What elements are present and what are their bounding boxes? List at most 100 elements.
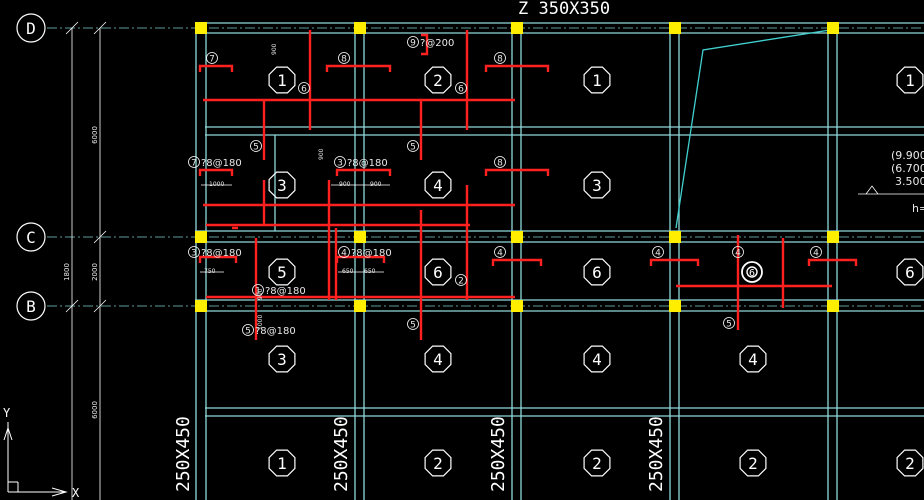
slab-marker[interactable]: 2	[424, 66, 452, 94]
rebar-tag-circle	[494, 52, 506, 64]
slab-marker[interactable]: 1	[268, 449, 296, 477]
ucs-icon: Y X	[3, 406, 80, 500]
slab-marker[interactable]: 1	[896, 66, 924, 94]
column-1-1[interactable]	[354, 231, 366, 243]
rebar-tag[interactable]: 4	[652, 246, 664, 259]
column-label: Z 350X350	[518, 0, 610, 19]
rebar-tag-circle	[652, 246, 664, 258]
rebar-tag-number: 4	[655, 249, 661, 259]
beam-grid[interactable]	[195, 22, 924, 500]
axis-bubble-D	[16, 13, 46, 43]
axis-B[interactable]: B	[16, 291, 924, 321]
column-0-2[interactable]	[511, 22, 523, 34]
rebar-tag[interactable]: 8	[494, 156, 506, 169]
slab-marker[interactable]: 4	[583, 345, 611, 373]
rebar-tag-spec: ?8@180	[201, 248, 242, 259]
rebar-tag-spec: ?8@180	[347, 158, 388, 169]
slab-marker[interactable]: 4	[424, 171, 452, 199]
dim-vert-900-top: 900	[271, 43, 278, 55]
rebar-tag[interactable]: 4	[494, 246, 506, 259]
rebar-tag-circle	[242, 324, 254, 336]
rebar-tag[interactable]: 4	[810, 246, 822, 259]
column-0-4[interactable]	[827, 22, 839, 34]
slab-marker[interactable]: 4	[424, 345, 452, 373]
rebar-tag[interactable]: 8	[338, 52, 350, 65]
column-0-0[interactable]	[195, 22, 207, 34]
slab-marker[interactable]: 5	[268, 258, 296, 286]
columns[interactable]	[195, 22, 839, 312]
axis-C[interactable]: C	[16, 222, 924, 252]
slab-marker[interactable]: 2	[739, 449, 767, 477]
elevation-mark: (9.900) (6.700) 3.500 h=	[858, 149, 924, 215]
rebar-tag[interactable]: 7	[206, 52, 218, 65]
beam-label-1: 250X450	[173, 416, 194, 492]
column-1-3[interactable]	[669, 231, 681, 243]
column-0-1[interactable]	[354, 22, 366, 34]
rebar-tag-number: 8	[341, 55, 347, 65]
rebar-tag[interactable]: 1?8@180	[252, 284, 306, 298]
rebar-tag[interactable]: 3?8@180	[188, 246, 242, 260]
rebar-tag[interactable]: 2	[455, 274, 467, 287]
slab-marker[interactable]: 6	[424, 258, 452, 286]
column-0-3[interactable]	[669, 22, 681, 34]
rebar-tag[interactable]: 5	[250, 140, 262, 153]
slab-marker[interactable]: 1	[583, 66, 611, 94]
slab-number: 4	[748, 350, 758, 369]
rebar-tag-circle	[407, 318, 419, 330]
slab-marker[interactable]: 1	[268, 66, 296, 94]
center-mark-label: 6	[749, 268, 755, 279]
rebar-tag[interactable]: 4?8@180	[338, 246, 392, 260]
elevation-3500: 3.500	[895, 175, 924, 188]
column-2-0[interactable]	[195, 300, 207, 312]
rebar-tag[interactable]: 9?@200	[407, 36, 455, 50]
rebar-tag-number: 8	[497, 159, 503, 169]
center-mark[interactable]: 6	[741, 261, 763, 283]
slab-octagon	[424, 171, 452, 199]
rebar-tag[interactable]: 7?8@180	[188, 156, 242, 170]
rebar-tag-number: 5	[245, 327, 251, 337]
slab-marker[interactable]: 2	[424, 449, 452, 477]
slab-marker[interactable]: 3	[268, 345, 296, 373]
column-2-2[interactable]	[511, 300, 523, 312]
rebar-tag-number: 5	[410, 321, 416, 331]
column-2-1[interactable]	[354, 300, 366, 312]
rebar-tag-number: 4	[813, 249, 819, 259]
slab-marker[interactable]: 3	[583, 171, 611, 199]
slab-octagon	[268, 66, 296, 94]
rebar-layer[interactable]	[198, 30, 858, 340]
column-2-4[interactable]	[827, 300, 839, 312]
rebar-tag-circle	[494, 246, 506, 258]
slab-marker[interactable]: 6	[583, 258, 611, 286]
dim-vert-900: 900	[257, 288, 264, 300]
axis-D[interactable]: D	[16, 13, 924, 43]
slab-octagon	[424, 66, 452, 94]
rebar-tag[interactable]: 6	[455, 82, 467, 95]
slab-marker[interactable]: 2	[896, 449, 924, 477]
slab-marker[interactable]: 6	[896, 258, 924, 286]
slab-marker[interactable]: 4	[739, 345, 767, 373]
axis-label-C: C	[26, 228, 36, 247]
rebar-tag-number: 9	[410, 39, 416, 49]
slab-marker[interactable]: 2	[583, 449, 611, 477]
column-1-2[interactable]	[511, 231, 523, 243]
rebar-tag[interactable]: 8	[494, 52, 506, 65]
rebar-tag-number: 7	[191, 159, 197, 169]
rebar-tag[interactable]: 3?8@180	[334, 156, 388, 170]
rebar-tag[interactable]: 5	[407, 140, 419, 153]
slab-octagon	[583, 258, 611, 286]
rebar-tag[interactable]: 5	[407, 318, 419, 331]
column-1-4[interactable]	[827, 231, 839, 243]
slab-marker[interactable]: 3	[268, 171, 296, 199]
slab-number: 6	[592, 263, 602, 282]
rebar-tag[interactable]: 5	[723, 317, 735, 330]
slab-number: 1	[277, 454, 287, 473]
rebar-tag[interactable]: 5?8@180	[242, 324, 296, 338]
slab-markers[interactable]: 1 2 1 1 3 4 3 5 6 6 6 3 4 4 4 1 2 2 2 2	[268, 66, 924, 477]
column-1-0[interactable]	[195, 231, 207, 243]
rebar-tag[interactable]: 6	[298, 82, 310, 95]
rebar-tag[interactable]: 4	[732, 246, 744, 259]
beam-label-2: 250X450	[331, 416, 352, 492]
column-2-3[interactable]	[669, 300, 681, 312]
